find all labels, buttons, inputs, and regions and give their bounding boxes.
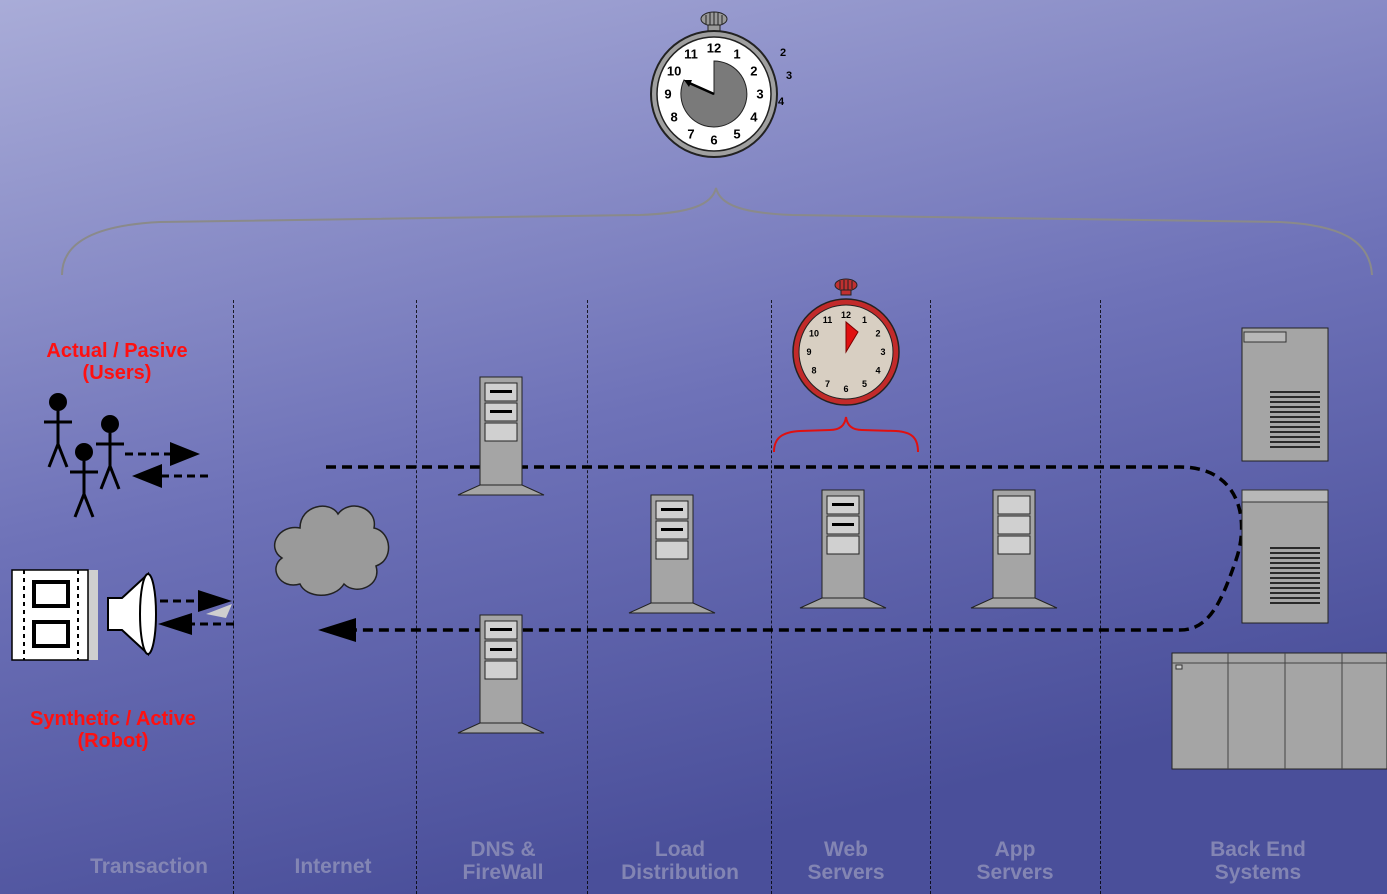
big-clock-outer-number-2: 2 <box>780 47 786 59</box>
big-clock-number-7: 7 <box>687 126 694 141</box>
big-clock-number-2: 2 <box>750 64 757 79</box>
small-clock-number-8: 8 <box>811 366 816 376</box>
column-label-line1: App <box>948 838 1082 861</box>
synthetic-label-line1: Synthetic / Active <box>2 708 224 730</box>
backend-server-icon <box>1242 328 1328 461</box>
actual-label-line1: Actual / Pasive <box>12 340 222 362</box>
big-clock-number-1: 1 <box>733 47 740 62</box>
separator-3 <box>587 300 588 894</box>
actual-label-line2: (Users) <box>12 362 222 384</box>
small-clock-number-10: 10 <box>809 329 819 339</box>
separator-2 <box>416 300 417 894</box>
big-clock-outer-number-4: 4 <box>778 96 785 108</box>
column-label-line2: Systems <box>1180 861 1336 884</box>
column-label-line2: Servers <box>784 861 908 884</box>
column-label-line1: Internet <box>268 855 398 878</box>
column-label-dns-firewall: DNS & FireWall <box>430 838 576 884</box>
small-clock-number-5: 5 <box>862 379 867 389</box>
small-clock-number-3: 3 <box>880 347 885 357</box>
separator-4 <box>771 300 772 894</box>
column-label-line2: FireWall <box>430 861 576 884</box>
column-label-line1: Transaction <box>70 855 228 878</box>
column-label-web-servers: Web Servers <box>784 838 908 884</box>
mainframe-icon <box>1172 653 1387 769</box>
separator-6 <box>1100 300 1101 894</box>
big-clock-outer-number-3: 3 <box>786 70 792 82</box>
column-label-line1: DNS & <box>430 838 576 861</box>
column-label-back-end-systems: Back End Systems <box>1180 838 1336 884</box>
big-clock-number-9: 9 <box>664 87 671 102</box>
column-label-load-distribution: Load Distribution <box>600 838 760 884</box>
separator-5 <box>930 300 931 894</box>
column-label-line1: Back End <box>1180 838 1336 861</box>
column-label-transaction: Transaction <box>70 855 228 878</box>
small-clock-number-4: 4 <box>876 366 881 376</box>
big-clock-number-4: 4 <box>750 110 758 125</box>
separator-1 <box>233 300 234 894</box>
column-label-line1: Load <box>600 838 760 861</box>
small-clock-number-9: 9 <box>806 347 811 357</box>
big-clock-number-3: 3 <box>756 87 763 102</box>
column-label-line2: Servers <box>948 861 1082 884</box>
synthetic-robot-label: Synthetic / Active (Robot) <box>2 708 224 752</box>
small-clock-number-6: 6 <box>843 384 848 394</box>
small-clock-number-11: 11 <box>823 315 833 325</box>
small-clock-number-12: 12 <box>841 310 851 320</box>
big-clock-number-10: 10 <box>667 64 681 79</box>
big-clock-number-8: 8 <box>671 110 678 125</box>
synthetic-label-line2: (Robot) <box>2 730 224 752</box>
big-clock-number-5: 5 <box>733 126 740 141</box>
column-label-internet: Internet <box>268 855 398 878</box>
column-label-line1: Web <box>784 838 908 861</box>
small-clock-number-7: 7 <box>825 379 830 389</box>
small-clock-number-1: 1 <box>862 315 867 325</box>
big-clock-number-6: 6 <box>710 133 717 148</box>
column-label-app-servers: App Servers <box>948 838 1082 884</box>
big-clock-number-11: 11 <box>684 47 698 62</box>
actual-users-label: Actual / Pasive (Users) <box>12 340 222 384</box>
small-clock-number-2: 2 <box>876 329 881 339</box>
backend-server-2-icon <box>1242 490 1328 623</box>
column-label-line2: Distribution <box>600 861 760 884</box>
big-clock-number-12: 12 <box>707 41 721 56</box>
